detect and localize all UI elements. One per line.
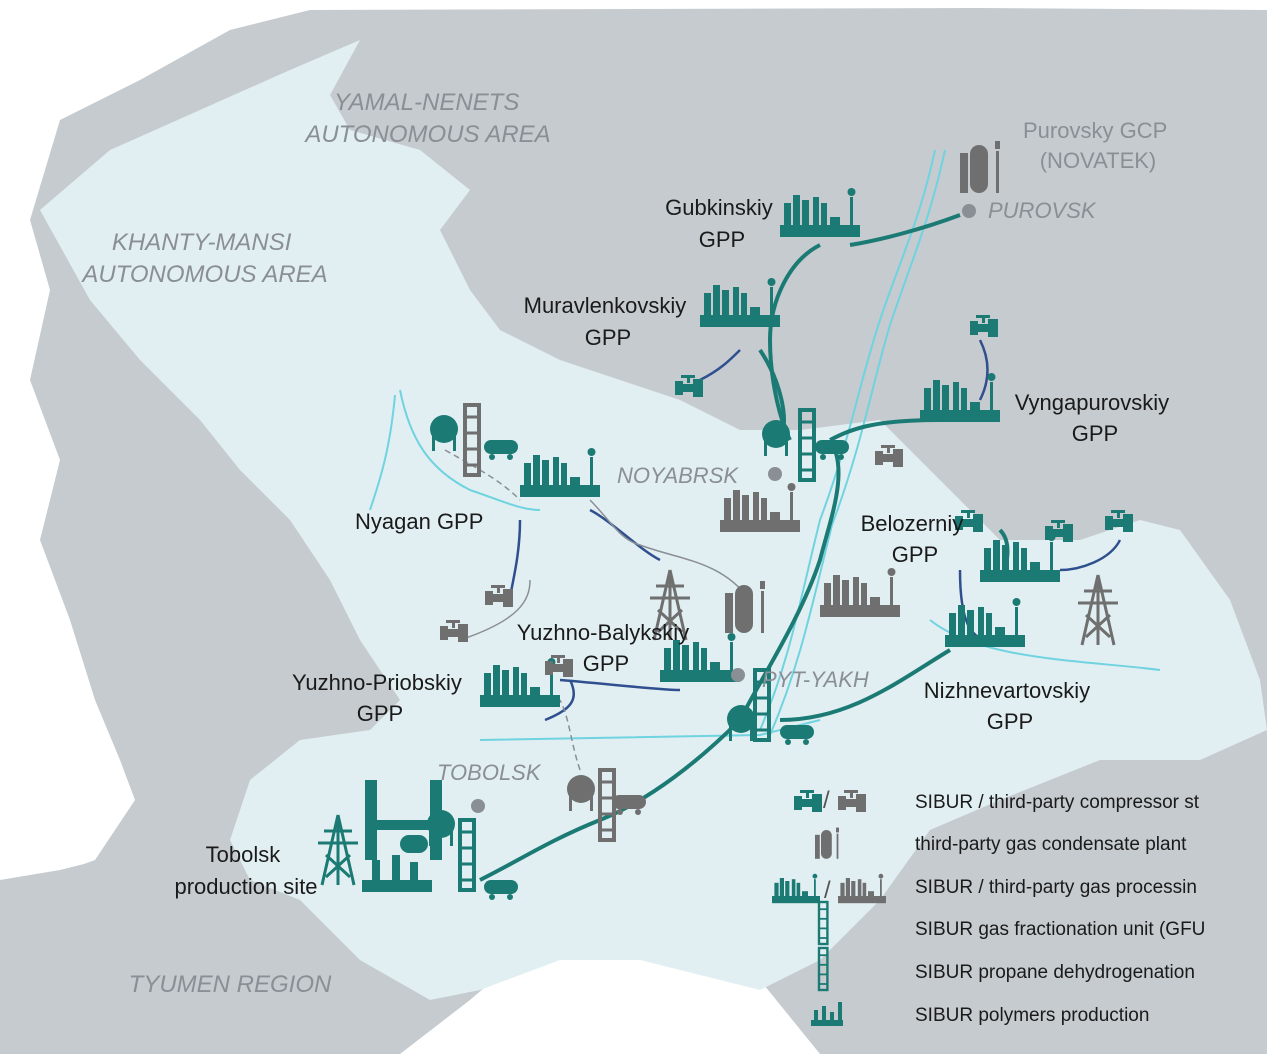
legend-pdh-label: SIBUR propane dehydrogenation [915, 962, 1195, 983]
plant-tobolsk-label: Tobolsk production site [174, 842, 317, 899]
region-yamal-label: YAMAL-NENETS AUTONOMOUS AREA [303, 89, 550, 148]
legend-separator: / [824, 877, 831, 904]
city-purovsk-label: PUROVSK [988, 198, 1097, 223]
plant-belozerniy-label: Belozerniy GPP [861, 511, 970, 567]
legend-condensate-label: third-party gas condensate plant [915, 834, 1187, 855]
legend-separator: / [823, 787, 830, 814]
legend-polymers-label: SIBUR polymers production [915, 1005, 1149, 1026]
legend-gfu-label: SIBUR gas fractionation unit (GFU [915, 919, 1205, 940]
legend-polymers-icon [811, 1002, 843, 1026]
plant-vyngapurovskiy-label: Vyngapurovskiy GPP [1015, 390, 1176, 446]
plant-muravlenkovskiy-label: Muravlenkovskiy GPP [524, 293, 693, 350]
city-dots [471, 204, 976, 813]
region-khanty-label: KHANTY-MANSI AUTONOMOUS AREA [80, 229, 327, 288]
city-tobolsk-label: TOBOLSK [437, 760, 542, 785]
plant-gubkinskiy-label: Gubkinskiy GPP [665, 195, 779, 252]
plant-nizhnevartovskiy-label: Nizhnevartovskiy GPP [924, 678, 1096, 734]
region-tyumen-label: TYUMEN REGION [129, 971, 332, 998]
plant-yuzhno-balykskiy-label: Yuzhno-Balykskiy GPP [517, 620, 696, 676]
plant-nyagan-label: Nyagan GPP [355, 509, 483, 534]
legend-gpp-label: SIBUR / third-party gas processin [915, 877, 1197, 898]
plant-purovsky-label: Purovsky GCP (NOVATEK) [1023, 118, 1173, 173]
tobolsk-production-site-icon [362, 780, 445, 892]
city-noyabrsk-label: NOYABRSK [617, 463, 739, 488]
land-inner [40, 40, 1267, 1000]
grey-pipelines [444, 449, 751, 771]
legend-compressor-label: SIBUR / third-party compressor st [915, 792, 1200, 813]
legend: / SIBUR / third-party compressor st thir… [772, 787, 1205, 1026]
plant-yuzhno-priobskiy-label: Yuzhno-Priobskiy GPP [292, 670, 468, 726]
land-tyumen [0, 840, 400, 1054]
city-pyt-yakh-label: PYT-YAKH [762, 667, 869, 692]
rivers [369, 149, 1161, 741]
